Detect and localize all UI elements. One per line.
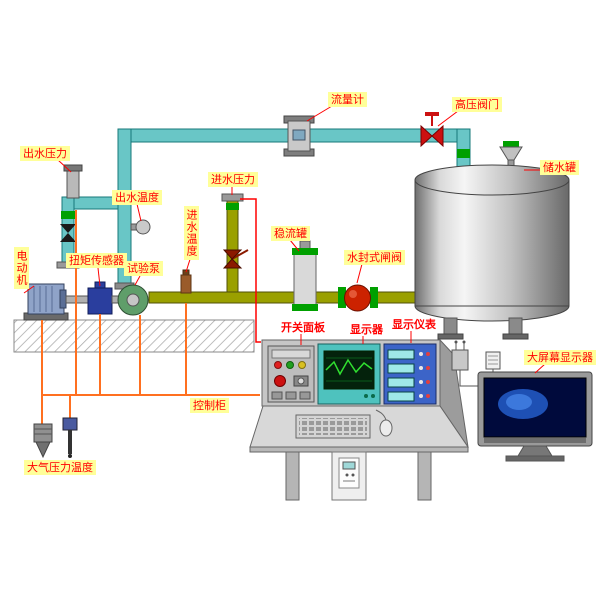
instrument-panel <box>383 343 437 405</box>
storage-tank <box>414 164 570 340</box>
label-outlet-temp: 出水温度 <box>112 190 162 205</box>
atmos-pressure-sensor <box>33 423 53 459</box>
label-test-pump: 试验泵 <box>124 261 163 276</box>
foundation-base <box>13 319 255 353</box>
motor <box>23 283 69 321</box>
crt-monitor <box>317 343 381 405</box>
leader-lines <box>23 105 546 374</box>
keyboard <box>295 414 371 439</box>
tv-display <box>477 371 593 462</box>
signal-converter-1 <box>451 340 478 387</box>
atmos-temp-sensor <box>62 417 78 458</box>
green-flange-bands <box>61 141 519 219</box>
inlet-valve <box>222 249 249 269</box>
inlet-pressure-signal-wire <box>240 198 261 343</box>
label-inlet-temp: 进水温度 <box>184 206 199 260</box>
label-switch-panel: 开关面板 <box>281 321 325 334</box>
label-atmos: 大气压力温度 <box>24 460 96 475</box>
mouse <box>375 409 393 437</box>
switch-panel <box>267 345 315 403</box>
label-hp-valve: 高压阀门 <box>452 97 502 112</box>
high-pressure-valve <box>420 112 444 148</box>
outlet-pressure-sensor <box>63 164 83 199</box>
label-outlet-pressure: 出水压力 <box>20 146 70 161</box>
label-large-screen: 大屏幕显示器 <box>524 350 596 365</box>
label-gate-valve: 水封式闸阀 <box>344 250 405 265</box>
branch-valve <box>60 224 76 242</box>
label-torque-sensor: 扭矩传感器 <box>66 253 127 268</box>
stabilizer-tank <box>292 240 318 311</box>
label-flow-meter: 流量计 <box>328 92 367 107</box>
sensor-wires <box>41 210 260 424</box>
test-pump <box>114 282 149 316</box>
under-desk-device <box>338 457 360 489</box>
inlet-temp-sensor <box>180 269 192 294</box>
torque-sensor <box>87 281 113 315</box>
label-control-cabinet: 控制柜 <box>190 398 229 413</box>
flow-meter <box>283 115 315 157</box>
teal-piping <box>61 128 471 286</box>
label-instruments: 显示仪表 <box>392 318 436 331</box>
label-monitor: 显示器 <box>350 323 383 336</box>
gate-valve <box>338 284 378 312</box>
label-motor: 电动机 <box>14 247 29 289</box>
outlet-temp-sensor <box>130 219 151 235</box>
label-stabilizer-tank: 稳流罐 <box>271 226 310 241</box>
label-storage-tank: 储水罐 <box>540 160 579 175</box>
label-inlet-pressure: 进水压力 <box>208 172 258 187</box>
signal-converter-2 <box>485 351 501 373</box>
standpipe-cap <box>221 193 244 202</box>
